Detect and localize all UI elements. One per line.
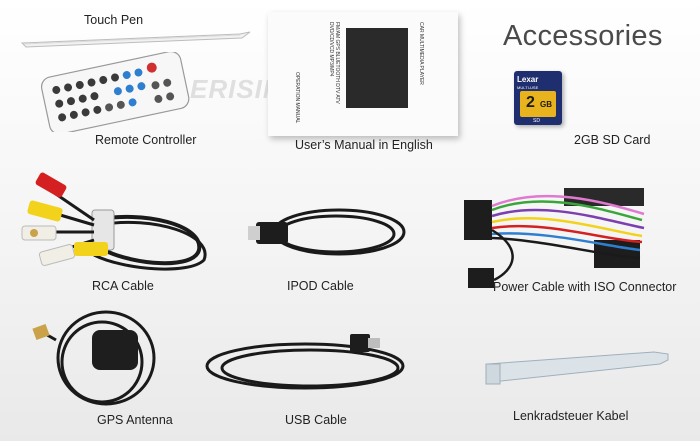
remote-controller-label: Remote Controller (95, 133, 197, 147)
touch-pen-image (20, 31, 251, 48)
page-title: Accessories (503, 20, 663, 52)
ipod-cable-image (248, 208, 406, 256)
gps-antenna-label: GPS Antenna (97, 413, 173, 427)
sd-card-unit: GB (540, 100, 552, 109)
sd-card-capacity: 2 (526, 94, 535, 111)
power-cable-image (464, 188, 645, 288)
manual-features-text: FM/AM GPS BLUETOOTH DTV ATV DVD/CD/VCD M… (328, 22, 340, 104)
touch-pen-label: Touch Pen (84, 13, 144, 27)
gps-antenna-image (32, 310, 156, 406)
lenkradsteuer-kabel-image (485, 351, 669, 385)
manual-title-text: CAR MULTIMEDIA PLAYER (418, 22, 424, 85)
sd-card-footer: SD (533, 118, 540, 124)
manual-screen-picture (346, 28, 408, 108)
power-cable-label: Power Cable with ISO Connector (493, 280, 677, 294)
user-manual-label: User’s Manual in English (295, 138, 433, 152)
remote-controller-image (40, 52, 190, 132)
rca-cable-label: RCA Cable (92, 279, 154, 293)
user-manual-image: CAR MULTIMEDIA PLAYER FM/AM GPS BLUETOOT… (268, 12, 458, 136)
sd-card-image: Lexar MULTI-USE 2 GB SD (514, 71, 562, 125)
lenkradsteuer-kabel-label: Lenkradsteuer Kabel (513, 409, 629, 423)
rca-cable-image (21, 172, 207, 271)
sd-card-sub: MULTI-USE (517, 85, 539, 90)
usb-cable-image (205, 334, 405, 390)
manual-operation-text: OPERATION MANUAL (294, 72, 300, 124)
sd-card-brand: Lexar (517, 75, 539, 84)
usb-cable-label: USB Cable (285, 413, 347, 427)
watermark-logo: ERISIN (190, 74, 283, 104)
ipod-cable-label: IPOD Cable (287, 279, 354, 293)
sd-card-label: 2GB SD Card (574, 133, 651, 147)
